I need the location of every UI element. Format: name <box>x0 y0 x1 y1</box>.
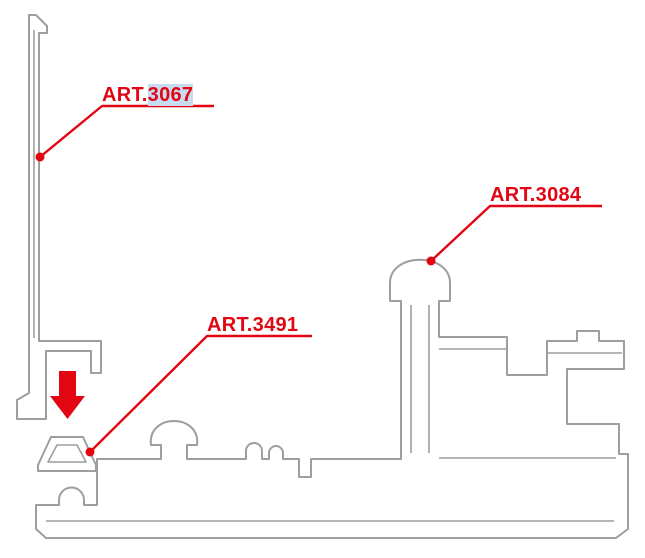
callout-art-3084 <box>426 204 602 266</box>
callout-line-3084 <box>430 204 602 262</box>
label-art-3491: ART.3491 <box>207 314 299 336</box>
callout-art-3067 <box>35 104 214 162</box>
callout-dot-3084 <box>426 256 436 266</box>
callout-art-3491 <box>85 334 312 457</box>
left-profile-outline <box>16 14 102 420</box>
callout-line-3491 <box>89 334 312 453</box>
label-art-3067: ART.3067 <box>102 84 194 106</box>
label-art-3067-number: 3067 <box>147 84 194 106</box>
clip-inner-outline <box>47 444 87 463</box>
callout-dot-3067 <box>35 152 45 162</box>
base-profile-outline <box>35 258 629 539</box>
callout-line-3067 <box>39 104 214 158</box>
label-art-3067-prefix: ART. <box>102 84 148 106</box>
profile-inner-details <box>33 30 622 522</box>
label-art-3084: ART.3084 <box>490 184 582 206</box>
down-arrow-icon <box>50 371 85 419</box>
callout-dot-3491 <box>85 447 95 457</box>
